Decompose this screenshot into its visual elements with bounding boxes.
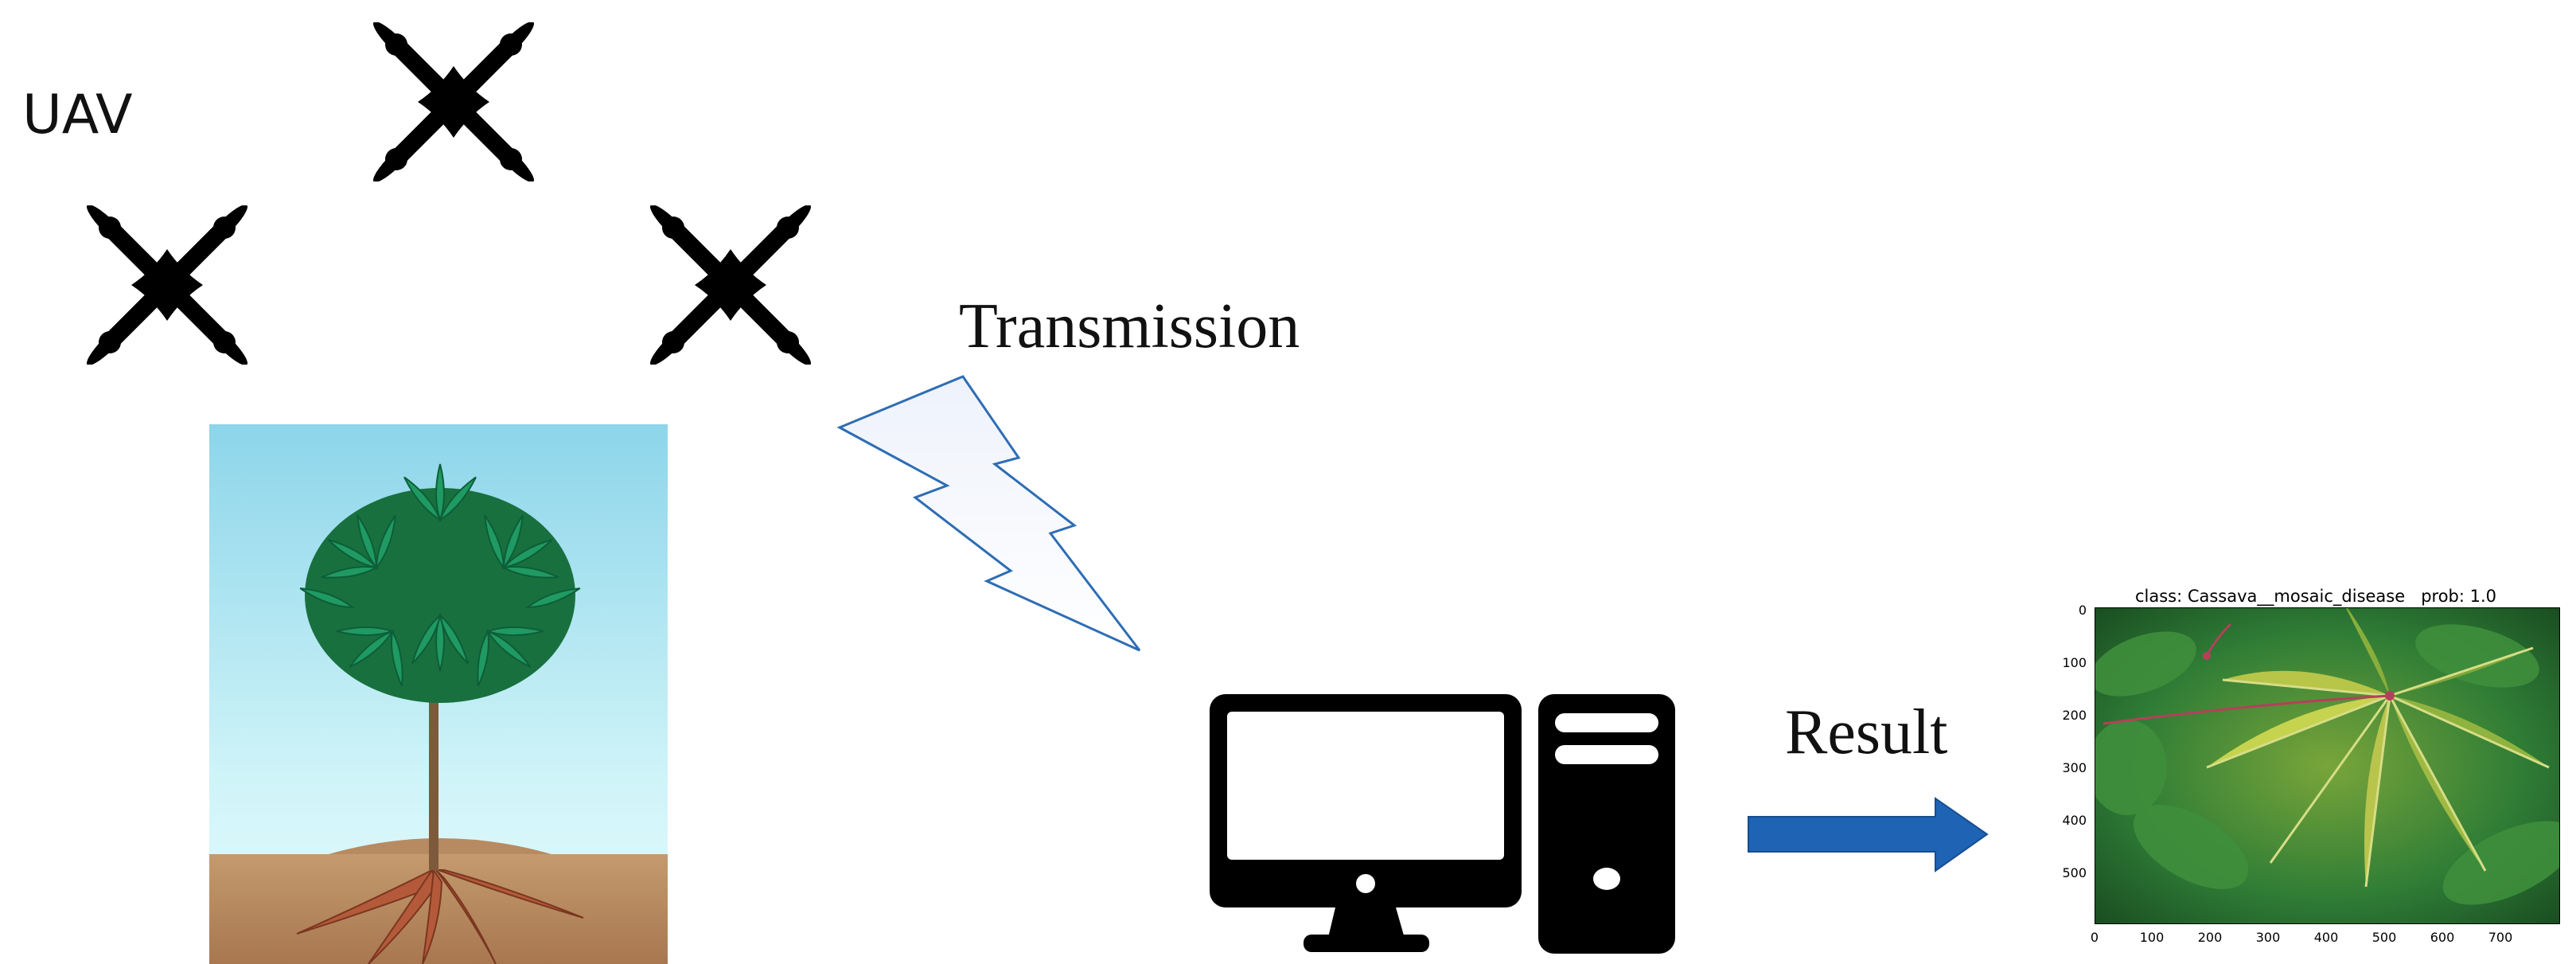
x-tick-label: 500	[2371, 930, 2397, 945]
x-tick-label: 600	[2430, 930, 2455, 945]
x-tick-label: 200	[2197, 930, 2223, 945]
y-tick-label: 0	[2078, 603, 2087, 618]
result-plot-frame	[2095, 607, 2560, 924]
x-tick-label: 100	[2139, 930, 2165, 945]
x-tick-label: 0	[2090, 930, 2099, 945]
y-tick-label: 200	[2062, 708, 2087, 723]
lightning-icon	[836, 375, 1141, 652]
x-axis: 0 100 200 300 400 500 600 700	[2075, 930, 2568, 954]
y-tick-label: 100	[2062, 655, 2087, 670]
uav-label: UAV	[22, 84, 133, 146]
x-tick-label: 400	[2313, 930, 2339, 945]
cassava-leaf-photo	[2095, 608, 2559, 923]
transmission-label: Transmission	[959, 291, 1300, 361]
x-tick-label: 700	[2488, 930, 2513, 945]
arrow-right-icon	[1748, 797, 1989, 872]
y-axis: 0 100 200 300 400 500	[2047, 603, 2095, 937]
result-label: Result	[1785, 697, 1948, 767]
drone-icon	[366, 22, 541, 181]
drone-icon	[643, 205, 818, 365]
x-tick-label: 300	[2255, 930, 2281, 945]
desktop-computer-icon	[1210, 694, 1675, 954]
result-plot-title: class: Cassava__mosaic_disease prob: 1.0	[2134, 587, 2497, 606]
y-tick-label: 400	[2062, 813, 2087, 828]
y-tick-label: 300	[2062, 760, 2087, 775]
drone-icon	[80, 205, 255, 365]
cassava-plant-illustration	[209, 424, 668, 964]
y-tick-label: 500	[2062, 865, 2087, 880]
